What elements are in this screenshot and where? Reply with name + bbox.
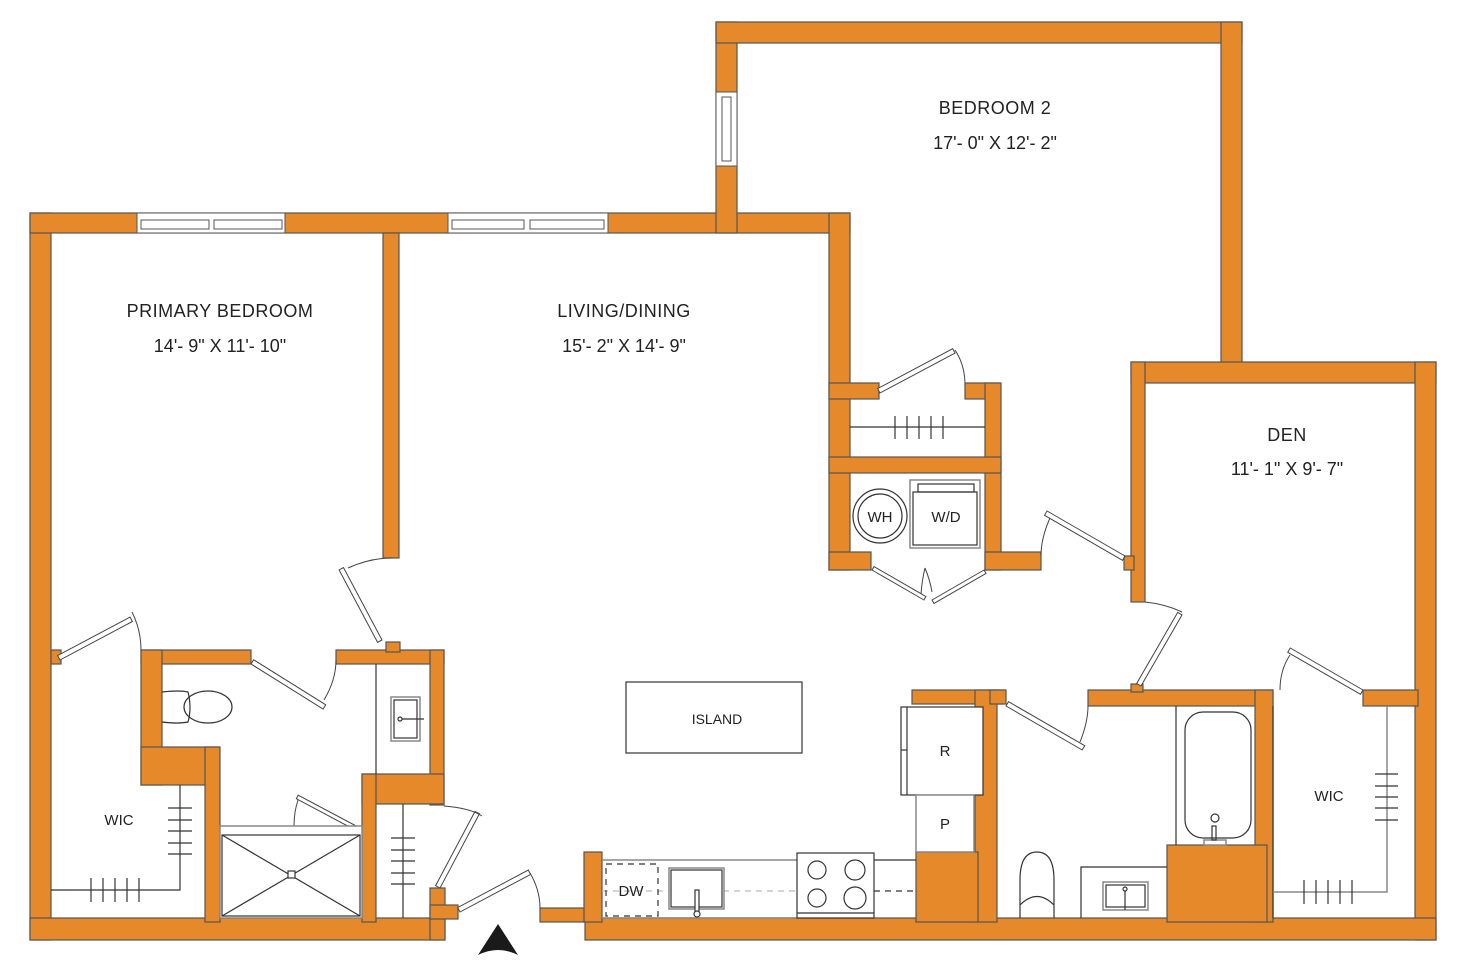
room-dims-living-dining: 15'- 2" X 14'- 9" [562,336,686,356]
wall-left [29,212,52,941]
wall-den-left [1130,361,1146,603]
wic-den-rods [1272,706,1398,918]
room-dims-primary-bedroom: 14'- 9" X 11'- 10" [154,336,286,356]
wall-bottom-right [584,917,1437,941]
bedroom2-closet-rod [850,416,985,439]
island-label: ISLAND [692,711,743,727]
labels: PRIMARY BEDROOM 14'- 9" X 11'- 10" LIVIN… [104,98,1343,900]
wall-closet-right [984,382,1002,571]
wall-den-top [1130,361,1437,384]
washer-dryer-label: W/D [931,509,960,526]
shower [219,825,363,919]
door-bedroom2-closet[interactable] [876,348,966,394]
wall-bath2-top [1087,689,1274,707]
wall-bedroom2-right [1220,21,1243,383]
kitchen-sink [668,867,725,918]
room-name-primary-bedroom: PRIMARY BEDROOM [127,301,314,321]
door-wic[interactable] [56,611,142,661]
wic-label-den: WIC [1314,788,1343,805]
toilet-primary [161,690,233,724]
wall-laundry-bottom-left [828,551,872,571]
tub [1175,706,1252,846]
dishwasher-label: DW [619,883,645,900]
wall-wic-right [204,746,221,923]
wall-closet-top-left [828,382,880,400]
wall-right [1414,361,1437,941]
fixtures [51,416,1398,955]
window-bedroom2 [715,91,738,167]
vanity-bath2 [1080,866,1167,918]
wall-bath-right [429,649,445,806]
vanity-primary [375,664,424,774]
wall-laundry-bottom-right [984,551,1042,571]
door-primary-bedroom[interactable] [338,557,393,644]
wall-den-stub [1123,555,1135,571]
refrigerator-label: R [940,743,951,760]
entry-arrow-icon [478,924,518,955]
door-laundry[interactable] [871,565,987,605]
door-bath[interactable] [250,659,337,710]
room-name-den: DEN [1267,425,1307,445]
linen-closet [391,804,415,918]
wall-kitchen-left [583,851,603,923]
wall-wic2-top [1362,689,1419,707]
door-bedroom2[interactable] [1040,510,1126,562]
washer-dryer [909,479,981,549]
toilet-bath2 [1019,851,1055,918]
door-linen[interactable] [434,805,483,889]
room-dims-den: 11'- 1" X 9'- 7" [1231,459,1343,479]
door-entry[interactable] [456,869,541,913]
wic-label-primary: WIC [104,812,133,829]
dishwasher [605,863,659,917]
water-heater [852,488,908,544]
wall-bedroom2-top [715,21,1243,44]
wall-bath2-block [1166,844,1268,923]
wic-primary-rods [51,785,192,902]
wall-closet-left [361,773,377,923]
wall-entry-right [539,907,586,923]
wall-bath2-top-left [989,689,1007,705]
room-name-bedroom-2: BEDROOM 2 [939,98,1052,118]
door-bath2[interactable] [1005,700,1089,751]
windows [136,91,738,234]
pantry [915,794,975,853]
walls [29,21,1437,941]
kitchen-island [625,681,803,754]
water-heater-label: WH [868,509,893,526]
door-den[interactable] [1135,601,1183,687]
wall-bath-notch [385,641,401,653]
doors [56,348,1364,913]
wall-bed-living [382,232,400,559]
wall-entry-stub [429,904,459,920]
wall-bottom-left [29,917,446,941]
room-name-living-dining: LIVING/DINING [557,301,691,321]
window-living [447,212,609,234]
door-den-wic[interactable] [1279,647,1364,696]
wall-kitchen-end [915,851,979,923]
wall-closet-mid [828,456,1002,474]
range [796,852,875,919]
kitchen-counter [602,859,916,919]
window-primary [136,212,286,234]
pantry-label: P [940,816,950,833]
room-dims-bedroom-2: 17'- 0" X 12'- 2" [933,133,1057,153]
